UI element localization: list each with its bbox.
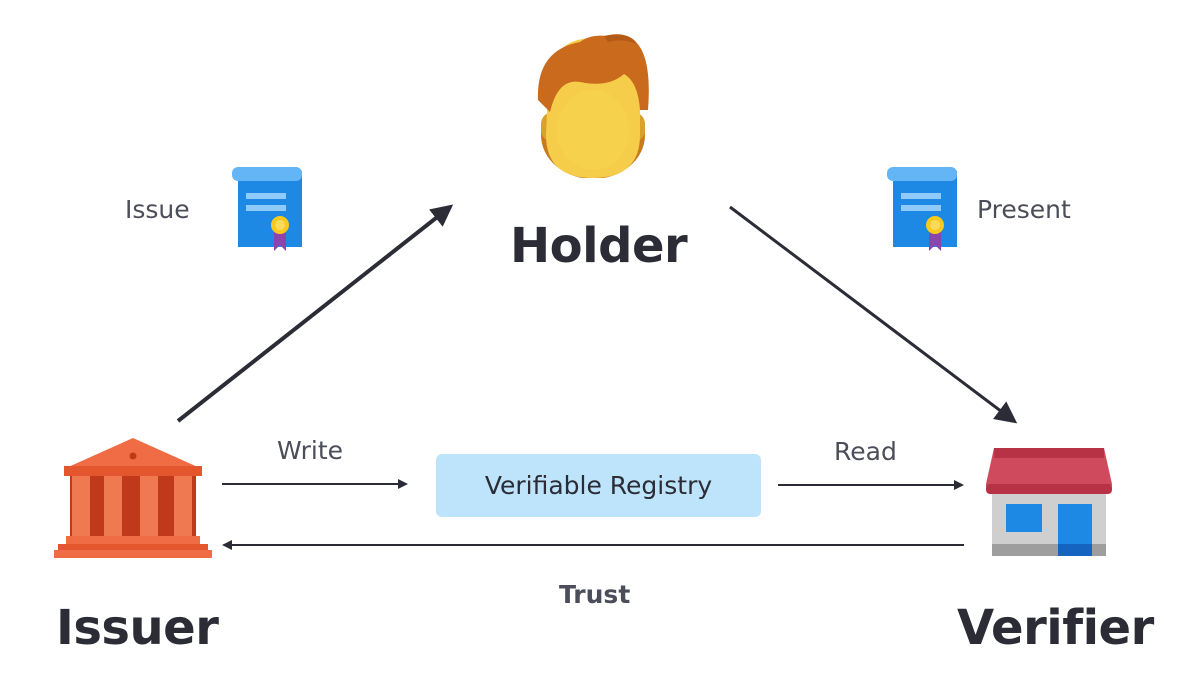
person-icon xyxy=(537,34,649,178)
write-label: Write xyxy=(277,436,344,465)
shop-icon xyxy=(986,448,1112,556)
issue-label: Issue xyxy=(125,195,190,224)
holder-label: Holder xyxy=(510,218,688,274)
verifiable-registry-box: Verifiable Registry xyxy=(436,454,761,517)
present-arrow xyxy=(729,205,1018,424)
issue-arrow xyxy=(176,204,454,423)
certificate-document-icon xyxy=(232,167,302,251)
issuer-label: Issuer xyxy=(56,600,219,656)
certificate-document-icon xyxy=(887,167,957,251)
present-label: Present xyxy=(977,195,1071,224)
bank-building-icon xyxy=(54,438,212,558)
trust-label: Trust xyxy=(559,580,631,609)
verifier-label: Verifier xyxy=(957,600,1154,656)
registry-label: Verifiable Registry xyxy=(484,471,713,500)
read-label: Read xyxy=(834,437,897,466)
